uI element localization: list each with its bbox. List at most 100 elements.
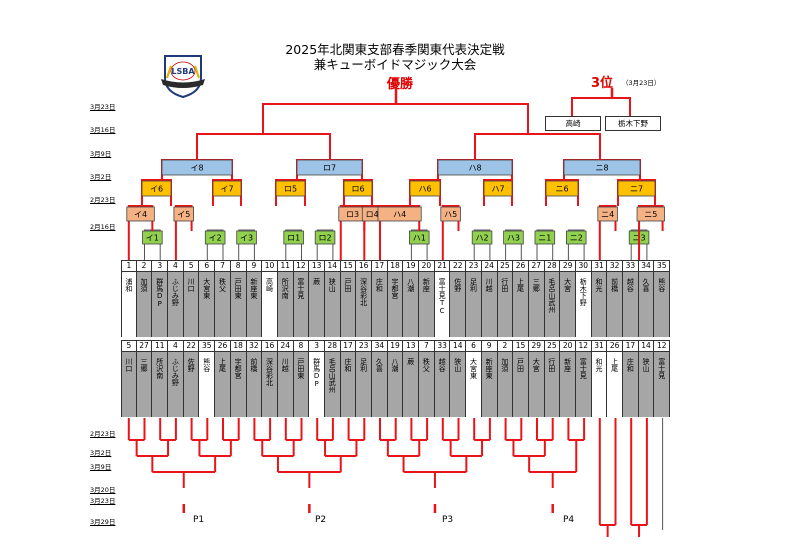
- team-seed-number: 26: [215, 340, 230, 352]
- date-label: 3月23日: [90, 103, 116, 111]
- team-seed-number: 3: [152, 260, 168, 272]
- team-name: 上尾: [513, 272, 528, 337]
- team-name: ふじみ野: [168, 272, 183, 337]
- team-name: 上尾: [607, 352, 622, 417]
- date-label: 3月20日: [90, 486, 116, 494]
- match-box-ニ5: [636, 206, 665, 222]
- team-seed-number: 13: [309, 260, 324, 272]
- team-seed-number: 30: [575, 260, 591, 272]
- match-box-イ1-label: イ1: [146, 234, 159, 243]
- team-name: 群馬DP: [309, 352, 324, 417]
- third-place-team: 栃木下野: [605, 116, 661, 131]
- team-name: 蕨: [309, 272, 324, 337]
- team-name: 行田: [497, 272, 513, 337]
- team-name: 大宮: [528, 352, 544, 417]
- team-name: 新座東: [481, 352, 497, 417]
- third-place-date: （3月23日）: [622, 79, 661, 87]
- team-name: 川越: [481, 272, 497, 337]
- team-name: 八潮: [387, 352, 403, 417]
- date-label: 2月23日: [90, 430, 116, 438]
- team-seed-number: 11: [152, 340, 168, 352]
- match-box-ハ6: [409, 180, 441, 197]
- team-name: 毛呂山武州: [544, 272, 560, 337]
- third-place-label: 3位: [591, 76, 614, 91]
- team-name: 上尾: [215, 352, 230, 417]
- bracket-line: [316, 229, 334, 260]
- team-seed-number: 17: [372, 260, 387, 272]
- bracket-line: [262, 103, 529, 134]
- match-box-ハ4: [377, 206, 422, 222]
- date-label: 3月9日: [90, 463, 112, 471]
- match-box-ハ2: [471, 230, 493, 245]
- match-box-イ8-label: イ8: [190, 164, 203, 173]
- team-name: 庄和: [623, 352, 638, 417]
- match-box-ロ6-label: ロ6: [351, 185, 364, 194]
- team-seed-number: 14: [638, 340, 654, 352]
- team-seed-number: 12: [654, 340, 670, 352]
- team-name: 大宮東: [199, 272, 215, 337]
- team-name: 浦和: [122, 272, 136, 337]
- date-label: 2月16日: [90, 223, 116, 231]
- match-box-ニ1-label: ニ1: [538, 234, 551, 243]
- team-seed-number: 1: [122, 260, 136, 272]
- match-box-ロ4-label: ロ4: [366, 210, 379, 219]
- team-seed-number: 15: [513, 340, 528, 352]
- match-box-ハ7: [483, 180, 513, 197]
- team-name: 新座東: [246, 272, 262, 337]
- team-name: 狭山: [450, 352, 466, 417]
- logo-text: LSBA: [171, 67, 195, 76]
- team-seed-number: 35: [654, 260, 670, 272]
- match-box-ハ6-label: ハ6: [418, 185, 431, 194]
- team-name: 和光: [591, 272, 607, 337]
- team-seed-number: 31: [591, 340, 607, 352]
- team-seed-number: 14: [450, 340, 466, 352]
- team-seed-number: 11: [277, 260, 293, 272]
- match-box-ハ8-label: ハ8: [468, 164, 481, 173]
- team-name: 深谷彩北: [262, 352, 277, 417]
- team-name: 庄和: [372, 272, 387, 337]
- team-name: 蕨: [403, 352, 419, 417]
- team-seed-number: 35: [199, 340, 215, 352]
- team-name: ふじみ野: [168, 352, 183, 417]
- team-name: 所沢南: [277, 272, 293, 337]
- team-name: 戸田: [340, 272, 356, 337]
- team-name: 川越: [277, 352, 293, 417]
- team-name: 富士見: [654, 352, 670, 417]
- team-name: 狭山: [324, 272, 340, 337]
- match-box-ニ2: [566, 230, 587, 245]
- bracket-line: [206, 229, 224, 260]
- team-seed-number: 9: [481, 340, 497, 352]
- team-seed-number: 6: [199, 260, 215, 272]
- team-name: 佐野: [183, 352, 199, 417]
- team-seed-number: 29: [560, 260, 575, 272]
- match-box-イ7-label: イ7: [220, 185, 233, 194]
- team-seed-number: 4: [168, 260, 183, 272]
- team-seed-number: 27: [136, 340, 152, 352]
- team-seed-number: 22: [450, 260, 466, 272]
- champion-label: 優勝: [386, 77, 413, 92]
- page-title: 2025年北関東支部春季関東代表決定戦: [285, 42, 505, 57]
- team-name: 前橋: [607, 272, 622, 337]
- match-box-ロ1: [283, 230, 304, 245]
- match-box-ハ2-label: ハ2: [476, 234, 489, 243]
- team-seed-number: 24: [481, 260, 497, 272]
